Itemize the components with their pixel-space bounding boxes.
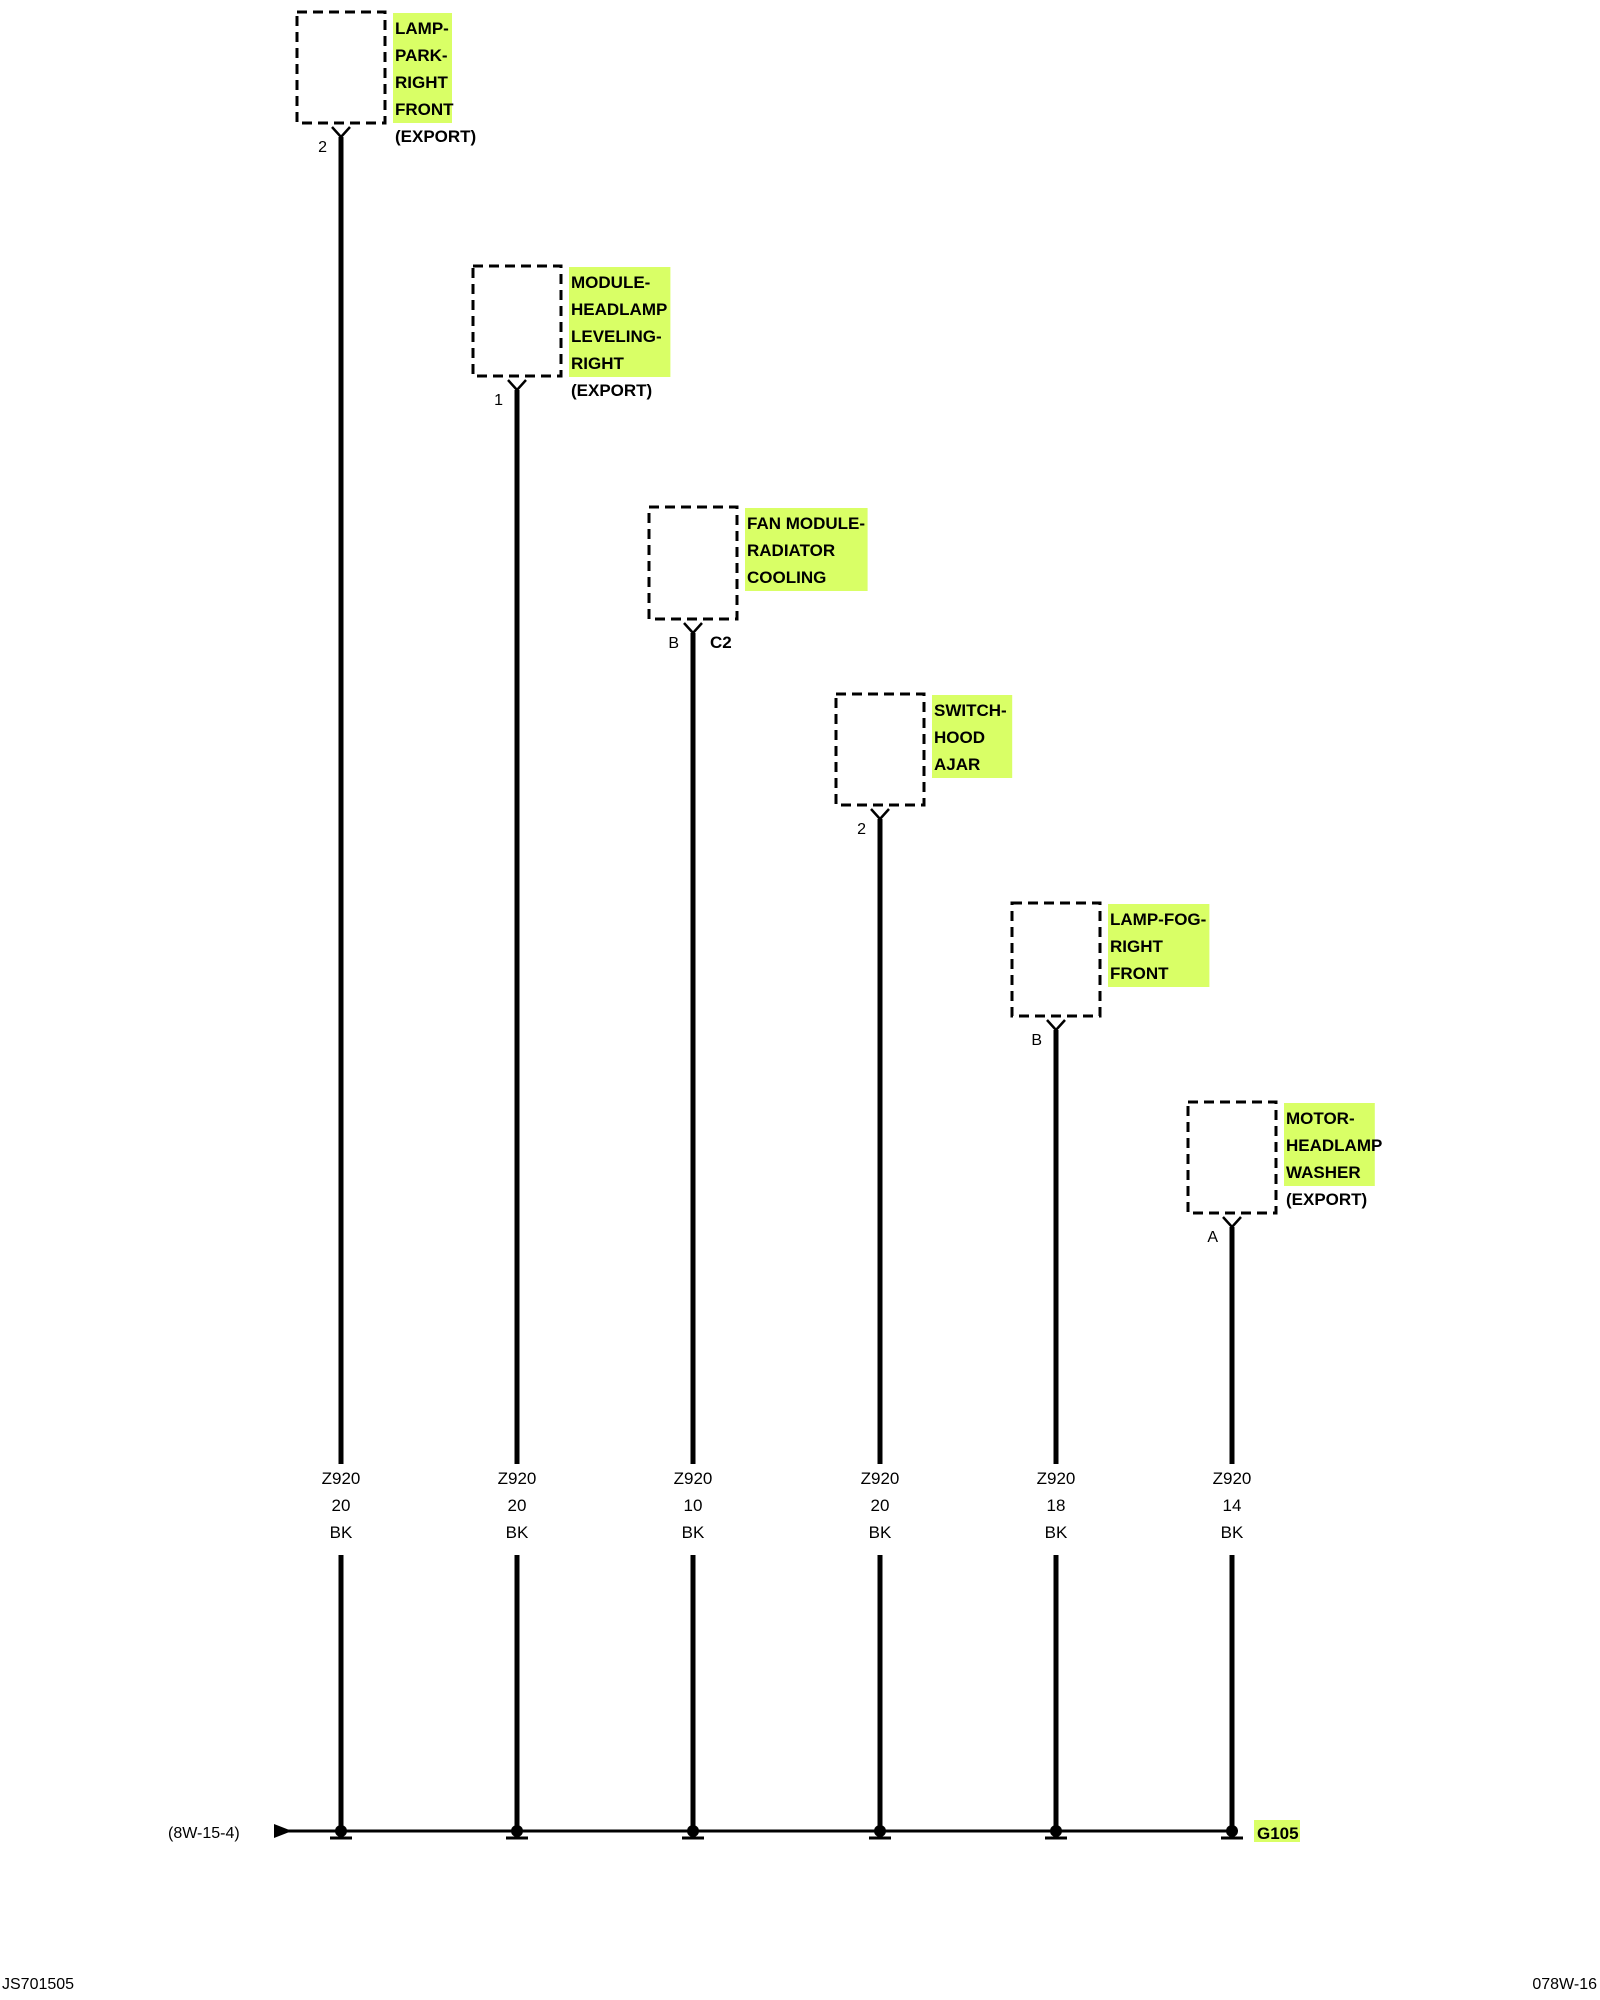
component-label-line: FRONT [1110,964,1169,983]
component-5[interactable]: LAMP-FOG- RIGHT FRONT B [1010,901,1210,1049]
component-4[interactable]: SWITCH- HOOD AJAR 2 [834,692,1013,838]
footer-right: 078W-16 [1532,1976,1597,1993]
connector-symbol [683,622,703,635]
component-label-line: LAMP-FOG- [1110,910,1206,929]
label-highlight [569,267,671,377]
component-note: (EXPORT) [395,127,476,146]
wire-circuit: Z920 [322,1469,361,1488]
component-label-line: LAMP- [395,19,449,38]
wire-circuit: Z920 [498,1469,537,1488]
component-label-line: HEADLAMP [571,300,667,319]
component-box[interactable] [834,692,926,807]
wire-gauge: 10 [684,1496,703,1515]
component-label-line: RIGHT [1110,937,1164,956]
component-label-line: SWITCH- [934,701,1007,720]
wire-gauge: 18 [1047,1496,1066,1515]
connector-symbol [507,379,527,392]
label-highlight [1108,904,1210,987]
footer: JS701505 078W-16 [2,1976,1597,1993]
component-label-line: AJAR [934,755,980,774]
component-label-line: RADIATOR [747,541,835,560]
wire-gauge: 20 [871,1496,890,1515]
component-box[interactable] [295,10,387,125]
pin-label: A [1207,1229,1218,1246]
component-label-line: COOLING [747,568,826,587]
label-highlight [745,508,868,591]
wire-color: BK [1045,1523,1068,1542]
component-label-line: WASHER [1286,1163,1361,1182]
component-label-line: FAN MODULE- [747,514,865,533]
connector-symbol [870,808,890,821]
component-label-line: RIGHT [395,73,449,92]
wire-color: BK [330,1523,353,1542]
label-highlight [393,13,452,123]
wire-gauge: 14 [1223,1496,1242,1515]
wire-circuit: Z920 [1037,1469,1076,1488]
wire-circuit: Z920 [674,1469,713,1488]
pin-label: 2 [318,139,327,156]
ground-label: G105 [1257,1824,1299,1843]
component-label-line: LEVELING- [571,327,662,346]
component-note: (EXPORT) [1286,1190,1367,1209]
component-3[interactable]: FAN MODULE- RADIATOR COOLING B C2 [647,505,868,652]
component-label-line: HOOD [934,728,985,747]
component-box[interactable] [1186,1100,1278,1215]
footer-left: JS701505 [2,1976,74,1993]
reference-arrow-icon [274,1824,292,1838]
components-layer: LAMP-PARK-RIGHTFRONT(EXPORT)2MODULE-HEAD… [295,10,1382,1246]
component-6[interactable]: MOTOR- HEADLAMP WASHER (EXPORT) A [1186,1100,1382,1246]
wire-circuit: Z920 [861,1469,900,1488]
wire-color: BK [506,1523,529,1542]
connector-symbol [1222,1216,1242,1229]
wire-color: BK [1221,1523,1244,1542]
wire-gauge: 20 [332,1496,351,1515]
component-label-line: FRONT [395,100,454,119]
wire-color: BK [682,1523,705,1542]
component-label-line: HEADLAMP [1286,1136,1382,1155]
component-label-line: MOTOR- [1286,1109,1355,1128]
wire-color: BK [869,1523,892,1542]
component-label-line: MODULE- [571,273,650,292]
pin-label: B [1031,1032,1042,1049]
label-highlight [1284,1103,1375,1186]
connector-symbol [1046,1019,1066,1032]
component-label-line: RIGHT [571,354,625,373]
connector-symbol [331,126,351,139]
wire-gauge: 20 [508,1496,527,1515]
ground-label-highlight [1254,1820,1300,1842]
bus-reference: (8W-15-4) [168,1825,240,1842]
wire-circuit: Z920 [1213,1469,1252,1488]
component-box[interactable] [647,505,739,621]
component-box[interactable] [1010,901,1102,1018]
pin-label: 2 [857,821,866,838]
component-note: (EXPORT) [571,381,652,400]
component-1[interactable]: LAMP- PARK- RIGHT FRONT (EXPORT) 2 [295,10,476,156]
label-highlight [932,695,1013,778]
component-box[interactable] [471,264,563,378]
pin-label: 1 [494,392,503,409]
component-label-line: PARK- [395,46,448,65]
pin-label: B [668,635,679,652]
ground-bus: (8W-15-4) G105 [168,1820,1300,1843]
connector-label: C2 [710,633,732,652]
component-2[interactable]: MODULE- HEADLAMP LEVELING- RIGHT (EXPORT) 1 [471,264,671,409]
